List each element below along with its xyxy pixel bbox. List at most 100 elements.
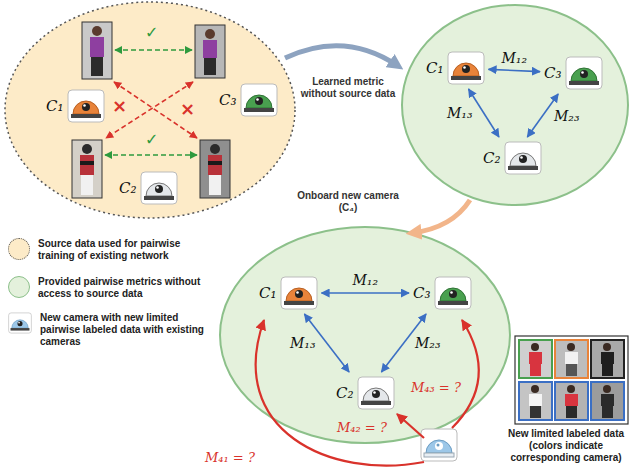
camera-icon [8,312,32,334]
metric-name: M₁₃ [288,335,318,351]
camera-dome [286,288,312,301]
camera-base [451,76,481,80]
person-torso [203,40,217,58]
person-torso [565,394,578,406]
person-image [200,140,230,198]
icon-card [421,429,457,461]
camera-base [361,401,391,405]
camera-lens [462,65,470,73]
camera-label: C₃ [413,284,431,302]
metric-name: M₁₃ [445,105,475,121]
lens-glint [18,322,20,324]
new-metric-arrow [452,320,479,428]
person-torso [208,155,222,175]
camera-icon [240,83,278,117]
shirt-stripe [80,161,94,165]
camera-icon [434,276,472,310]
person-torso [601,394,614,406]
person-legs [530,406,541,418]
camera-dome [453,63,479,76]
camera-lens [580,70,588,78]
person-head [603,385,611,393]
lens-glint [83,104,86,107]
cross-mark: × [112,97,127,115]
image-frame [195,25,225,78]
person-legs [81,175,93,195]
camera-node: C₂ [482,140,543,176]
icon-card [448,52,484,84]
camera-node: C₃ [412,275,473,311]
camera-node: C₃ [543,55,604,91]
image-frame [72,140,102,198]
person-torso [601,352,614,364]
camera-dome [440,288,466,301]
legend-row: Provided pairwise metrics without access… [8,276,214,300]
person-torso [565,352,578,364]
person-image [82,22,112,79]
image-frame [200,140,230,198]
person-legs [602,364,613,376]
camera-icon [357,376,395,410]
metric-name: M₂₃ [552,108,582,124]
metric-label: M₄₃ = ? [410,380,462,395]
camera-dome [73,101,99,114]
camera-node: C₂ [118,170,179,206]
camera-icon [140,171,178,205]
metric-name: M₂₃ [413,335,443,351]
image-frame [519,382,552,420]
camera-node: C₁ [258,275,319,311]
camera-label: C₃ [219,91,237,109]
person-head [603,343,611,351]
person-head [92,26,102,36]
arrow-label: Onboard new camera (C₄) [292,190,404,214]
camera-base [244,108,274,112]
person-image [555,382,588,420]
transition-arrow [412,200,470,233]
camera-base [71,114,101,118]
camera-label: C₁ [259,284,277,302]
camera-lens [17,321,22,326]
person-legs [204,58,216,75]
icon-card [435,277,471,309]
camera-icon [280,276,318,310]
legend-text: Source data used for pairwise training o… [38,238,210,262]
metric-label: M₄₂ = ? [336,420,388,435]
camera-base [284,301,314,305]
camera-label: C₂ [119,179,137,197]
camera-lens [155,185,163,193]
camera-label: C₂ [336,384,354,402]
lens-glint [156,186,159,189]
image-frame [555,382,588,420]
icon-card [9,313,32,333]
camera-lens [372,390,380,398]
person-head [210,144,220,154]
metric-connector [322,292,410,294]
camera-dome [426,440,452,453]
camera-base [144,196,174,200]
data-caption: New limited labeled data (colors indicat… [502,428,630,464]
person-head [531,385,539,393]
arrow-label: Learned metric without source data [296,76,400,100]
person-image [591,340,624,378]
positive-pair [115,49,192,51]
legend-swatch [8,238,30,260]
camera-base [11,328,30,331]
legend-row: Source data used for pairwise training o… [8,238,214,262]
person-image [195,25,225,78]
camera-node: C₂ [335,375,396,411]
cross-mark: × [180,100,195,118]
camera-label: C₁ [46,97,64,115]
new-metric-arrow [256,320,424,466]
metric-connector [489,69,541,71]
person-torso [90,37,104,57]
camera-base [508,166,538,170]
source-region [5,2,295,218]
metric-name: M₁₂ [499,50,529,66]
camera-label: C₂ [483,149,501,167]
image-frame [82,22,112,79]
transition-arrow [285,46,398,66]
person-torso [80,155,94,175]
camera-lens [295,290,303,298]
icon-card [281,277,317,309]
image-frame [591,340,624,378]
